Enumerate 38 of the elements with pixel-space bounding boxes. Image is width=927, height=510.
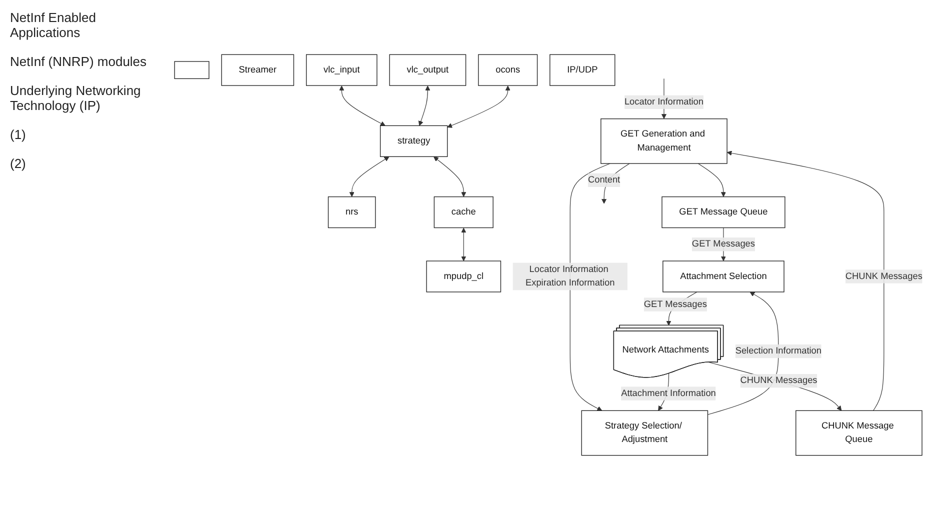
- edge-label: Selection Information: [735, 346, 822, 356]
- edge-label: Attachment Information: [621, 388, 716, 398]
- layer-label: Underlying Networking Technology (IP): [10, 83, 142, 113]
- arrow: [418, 86, 430, 126]
- node-box: cache: [434, 196, 494, 228]
- node-box: Streamer: [221, 54, 294, 86]
- arrow: [698, 163, 726, 198]
- arrow: [570, 163, 610, 411]
- node-box: GET Message Queue: [662, 196, 786, 228]
- edge-label: CHUNK Messages: [845, 271, 922, 282]
- node-box: ocons: [478, 54, 538, 86]
- node-box: mpudp_cl: [426, 260, 502, 292]
- layer-label: NetInf (NNRP) modules: [10, 54, 148, 69]
- arrow: [461, 228, 466, 262]
- node-box: vlc_input: [306, 54, 378, 86]
- node-box: GET Generation and Management: [600, 118, 728, 164]
- node-box: strategy: [380, 125, 448, 158]
- edge-label: Locator Information: [624, 97, 704, 107]
- edge-label: CHUNK Messages: [740, 376, 818, 386]
- arrow: [447, 86, 510, 128]
- edge-label: GET Messages: [692, 239, 755, 249]
- node-box: [174, 61, 210, 80]
- node-box: vlc_output: [389, 54, 466, 86]
- layer-label: (1): [10, 127, 27, 142]
- layer-label: (2): [10, 156, 27, 171]
- edge-label: Locator Information Expiration Information: [525, 264, 615, 288]
- edge-label: Content: [588, 175, 620, 185]
- node-box: IP/UDP: [550, 54, 616, 86]
- node-box: nrs: [328, 196, 376, 228]
- layer-label: NetInf Enabled Applications: [10, 10, 98, 40]
- arrow: [434, 156, 466, 198]
- arrow: [349, 156, 390, 198]
- arrow: [339, 86, 386, 126]
- node-box: Strategy Selection/ Adjustment: [581, 410, 708, 456]
- edge-label: GET Messages: [644, 299, 707, 310]
- node-box: CHUNK Message Queue: [796, 410, 922, 456]
- node-box: Attachment Selection: [662, 260, 784, 292]
- arrow: [726, 150, 884, 411]
